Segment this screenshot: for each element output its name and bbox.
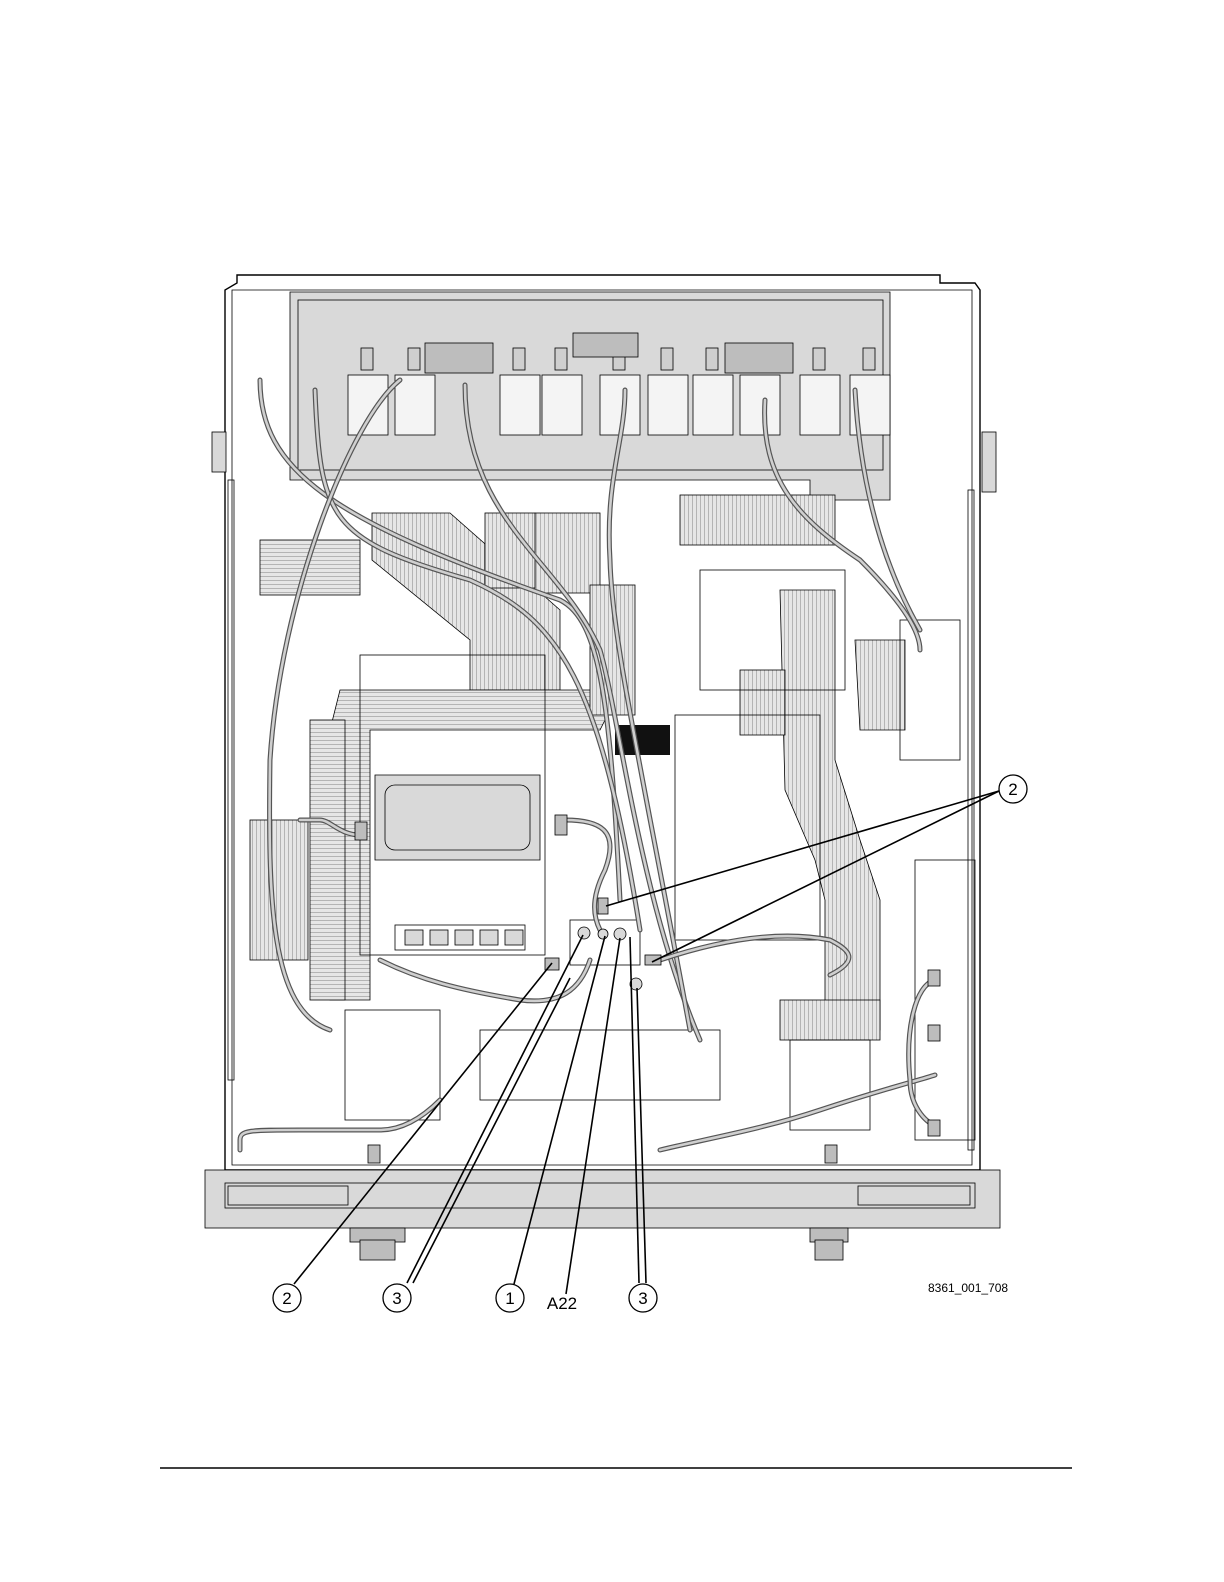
mixer-module <box>740 375 780 435</box>
mixer-module <box>648 375 688 435</box>
callout-3-right-number: 3 <box>638 1289 647 1308</box>
callout-3-right: 3 <box>629 1284 657 1312</box>
mixer-module <box>542 375 582 435</box>
ribbon-cables <box>250 495 905 1040</box>
mixer-module <box>395 375 435 435</box>
callout-2-right: 2 <box>999 775 1027 803</box>
callout-1: 1 <box>496 1284 524 1312</box>
callout-3-left-number: 3 <box>392 1289 401 1308</box>
mixer-module <box>693 375 733 435</box>
sma-connector <box>661 348 673 370</box>
mixer-module <box>500 375 540 435</box>
sma-connector <box>408 348 420 370</box>
figure-id: 8361_001_708 <box>928 1281 1008 1295</box>
sma-connector <box>813 348 825 370</box>
callout-2-right-number: 2 <box>1008 780 1017 799</box>
mixer-module <box>800 375 840 435</box>
callout-2-bottom-number: 2 <box>282 1289 291 1308</box>
sma-connector <box>513 348 525 370</box>
sma-connector <box>863 348 875 370</box>
callout-2-bottom: 2 <box>273 1284 301 1312</box>
assembly-label-a22: A22 <box>547 1294 577 1313</box>
sma-connector <box>706 348 718 370</box>
receiver-bracket <box>290 292 890 500</box>
mixer-module <box>348 375 388 435</box>
sma-connector <box>361 348 373 370</box>
callout-1-number: 1 <box>505 1289 514 1308</box>
callout-3-left: 3 <box>383 1284 411 1312</box>
sma-connector <box>555 348 567 370</box>
